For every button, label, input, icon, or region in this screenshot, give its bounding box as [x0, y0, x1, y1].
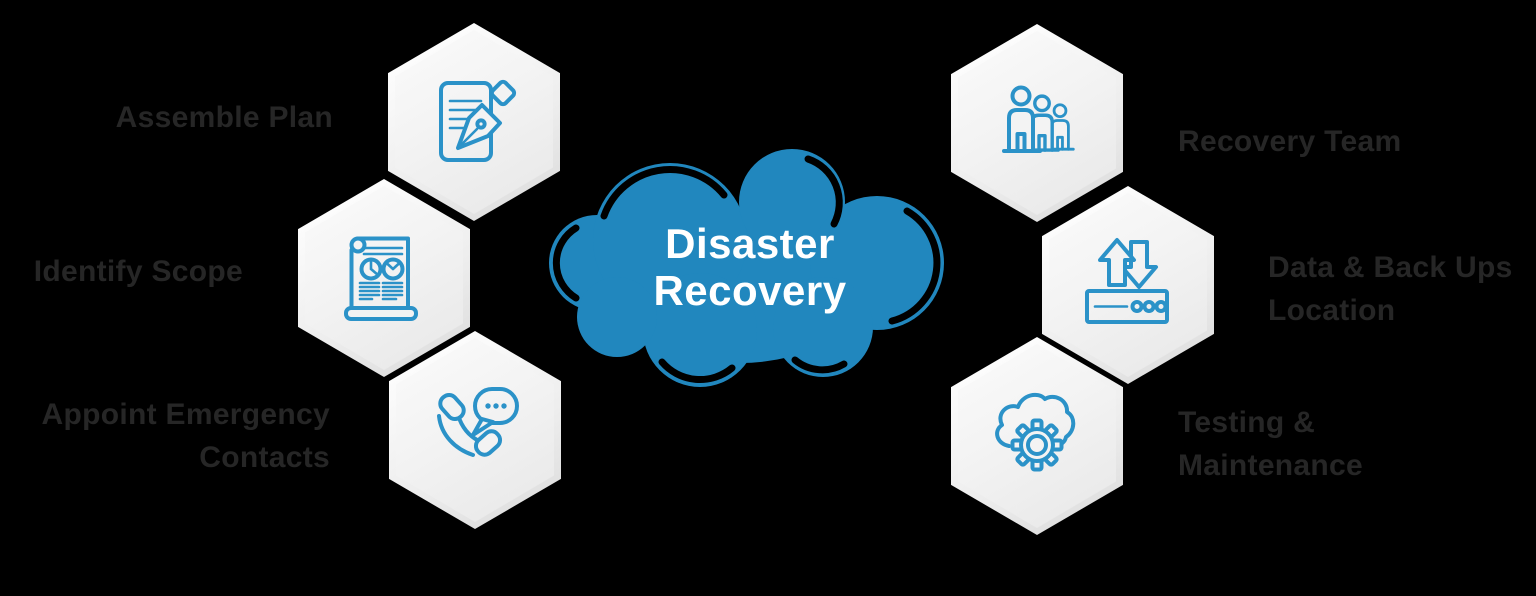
label-appoint-line2: Contacts	[199, 441, 330, 474]
cloud-title-line1: Disaster	[665, 220, 835, 267]
phone-chat-icon	[437, 387, 519, 457]
server-sync-icon	[1085, 238, 1169, 324]
cloud-doodle-strokes	[552, 155, 941, 384]
label-recovery-team-text: Recovery Team	[1178, 125, 1402, 158]
document-pen-icon	[439, 79, 517, 162]
label-data-line1: Data & Back Ups	[1268, 251, 1513, 284]
label-appoint-emergency-contacts: Appoint Emergency Contacts	[0, 393, 330, 479]
label-assemble-plan: Assemble Plan	[0, 96, 333, 139]
cloud-title-line2: Recovery	[653, 267, 847, 314]
label-data-backups-location: Data & Back Ups Location	[1268, 246, 1513, 332]
label-testing-line2: Maintenance	[1178, 449, 1364, 482]
report-scroll-icon	[344, 236, 418, 321]
cloud-gear-icon	[995, 392, 1076, 472]
label-testing-line1: Testing &	[1178, 406, 1316, 439]
cloud-title: Disaster Recovery	[540, 220, 960, 314]
label-identify-scope-text: Identify Scope	[33, 255, 243, 288]
label-recovery-team: Recovery Team	[1178, 120, 1401, 163]
label-assemble-plan-text: Assemble Plan	[115, 101, 333, 134]
label-data-line2: Location	[1268, 294, 1396, 327]
team-icon	[1002, 85, 1075, 153]
label-identify-scope: Identify Scope	[0, 250, 243, 293]
label-appoint-line1: Appoint Emergency	[41, 398, 330, 431]
cloud-shape	[549, 149, 944, 387]
label-testing-maintenance: Testing & Maintenance	[1178, 401, 1363, 487]
